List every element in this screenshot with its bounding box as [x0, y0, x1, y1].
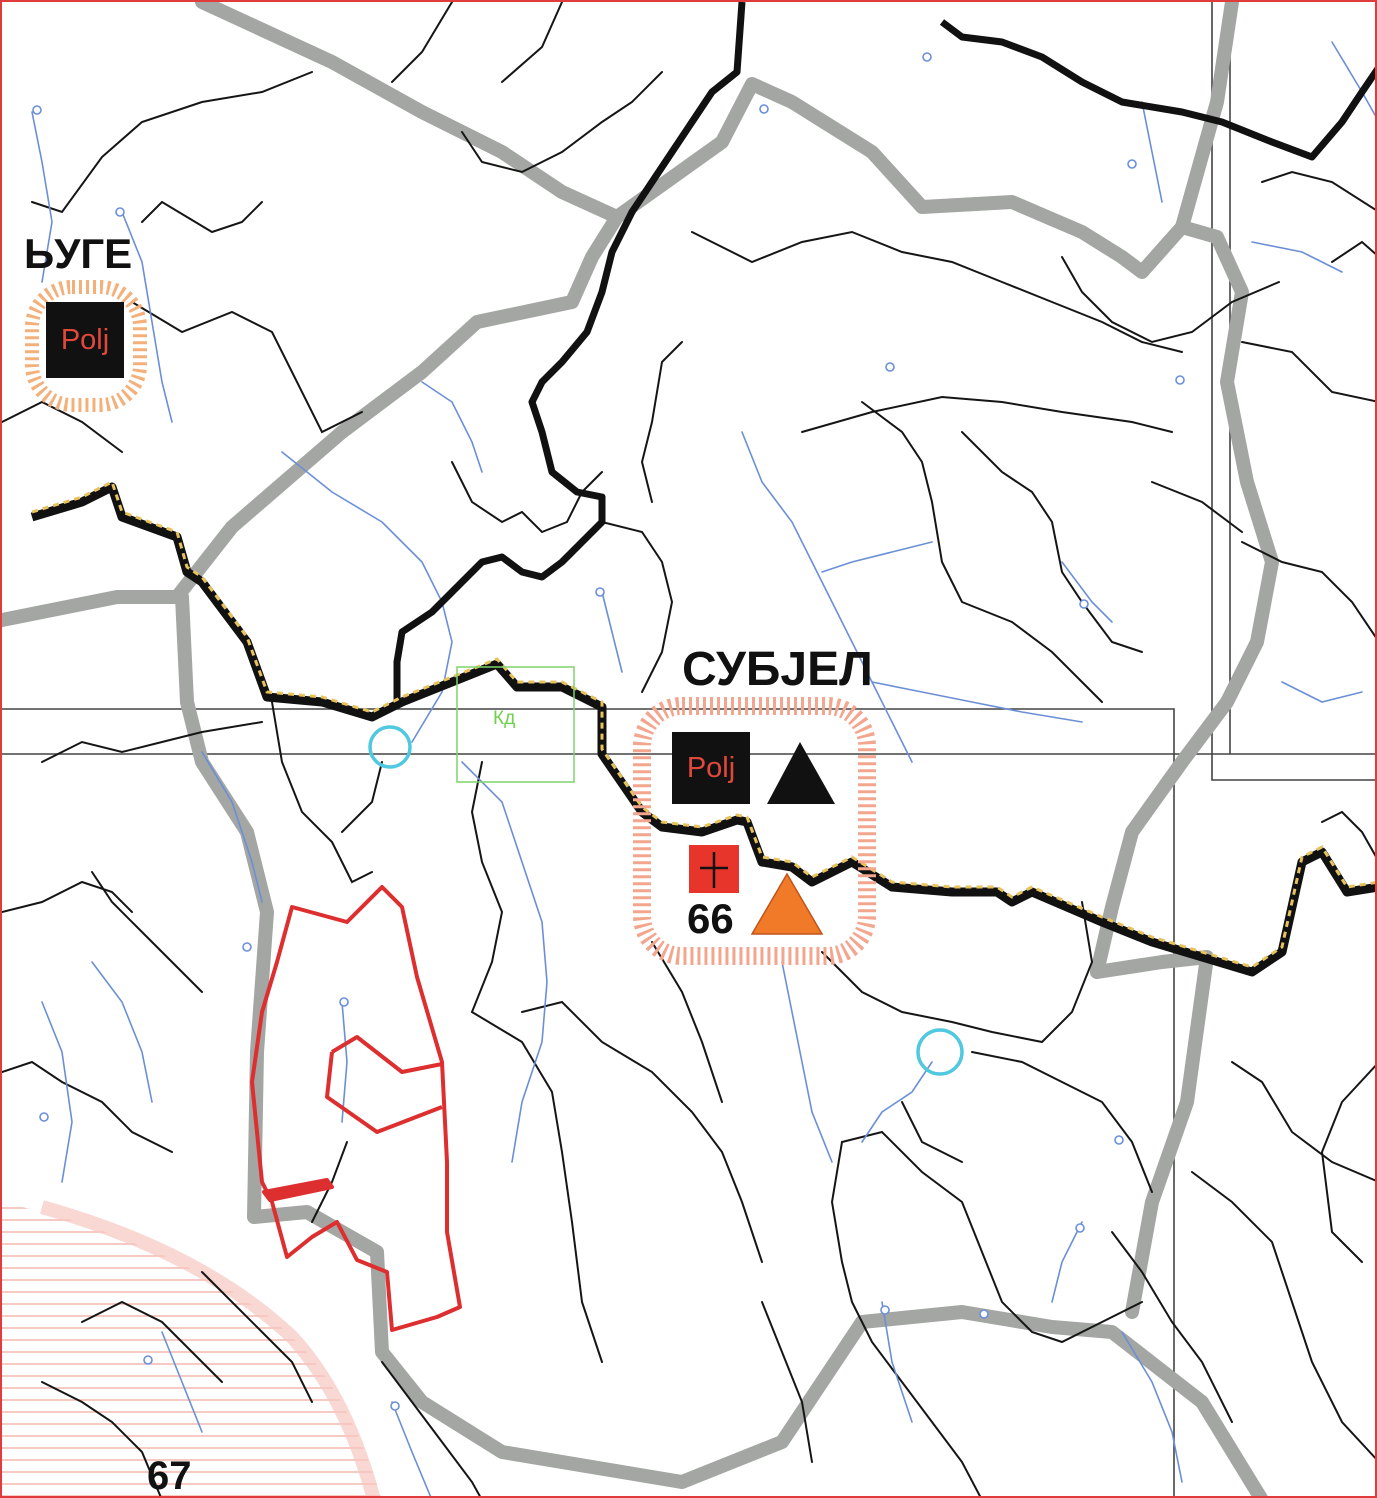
spring-dots	[32, 52, 1185, 1411]
triangle-icon	[767, 742, 835, 804]
main-road-north	[393, 2, 746, 702]
place-label-center: СУБЈЕЛ	[682, 643, 873, 696]
poi-box-left: Polj	[46, 302, 124, 378]
hatched-zone	[2, 1202, 381, 1496]
place-label-left: ЬУГЕ	[24, 230, 133, 277]
marker-number-center: 66	[687, 895, 734, 942]
red-parcel	[250, 885, 462, 1332]
poi-box-center: Polj	[672, 732, 750, 804]
spring-ring-right	[916, 1028, 964, 1076]
state-border-dash	[31, 479, 1375, 969]
cross-icon	[689, 845, 739, 893]
triangle-icon-orange	[750, 872, 824, 935]
main-road-ne	[939, 19, 1375, 161]
poi-halo-left	[25, 280, 147, 412]
marker-number-bottom: 67	[147, 1454, 192, 1498]
state-border	[30, 482, 1375, 977]
km-label: Кд	[493, 708, 516, 729]
km-box	[456, 666, 575, 783]
hatched-zone-edge	[40, 1200, 381, 1496]
spring-ring-left	[368, 725, 412, 769]
poi-halo-center	[633, 697, 876, 965]
